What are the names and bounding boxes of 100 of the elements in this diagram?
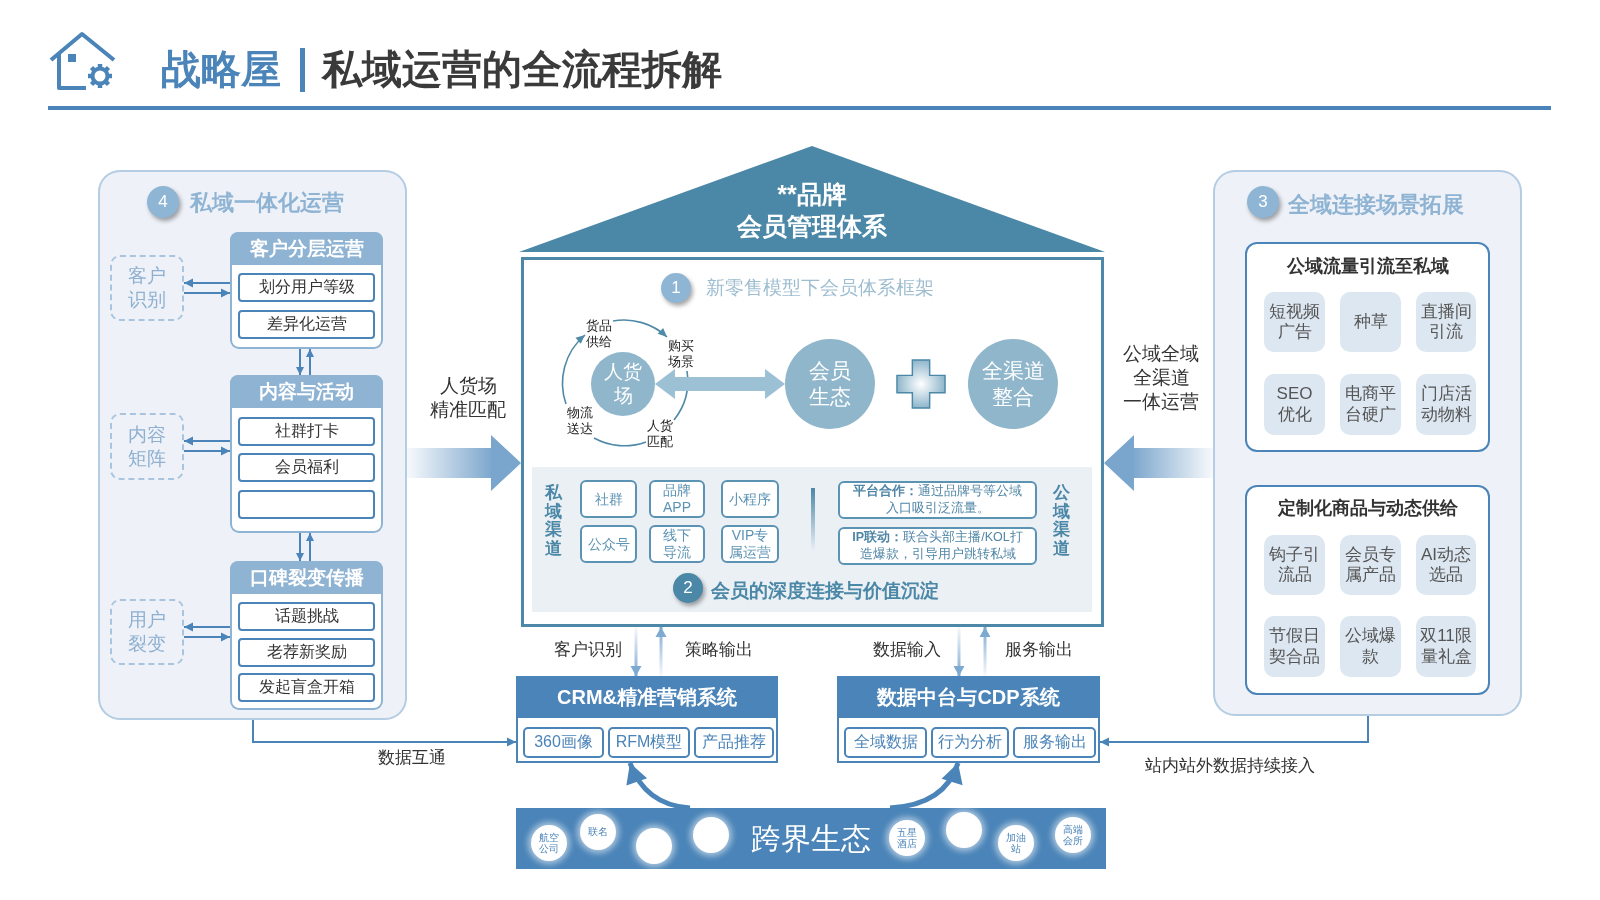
section-heading: 新零售模型下会员体系框架 — [706, 276, 935, 300]
list-item: 社群打卡 — [238, 417, 375, 446]
arrow — [655, 627, 667, 676]
list-item: 老荐新奖励 — [238, 638, 375, 667]
channel-panel — [532, 467, 1092, 612]
circle-node: 全渠道整合 — [968, 339, 1058, 429]
scenario-tile: 电商平台硬广 — [1340, 374, 1401, 435]
band-title: 跨界生态 — [750, 821, 872, 857]
scenario-tile: 节假日契合品 — [1264, 616, 1325, 677]
arrow — [296, 532, 304, 562]
scenario-tile: AI动态选品 — [1416, 535, 1476, 595]
partner-circle: 高端会所 — [1055, 817, 1091, 853]
circle-node: 人货场 — [591, 352, 655, 416]
panel-heading: 私域一体化运营 — [190, 189, 345, 217]
module-box: 行为分析 — [931, 727, 1009, 758]
module-box: 全域数据 — [844, 727, 927, 758]
scenario-tile: SEO优化 — [1264, 374, 1325, 435]
edge-label: 人货场精准匹配 — [430, 374, 506, 422]
arrow — [953, 627, 965, 676]
scenario-tile: 双11限量礼盒 — [1416, 616, 1476, 677]
scenario-tile: 会员专属产品 — [1340, 535, 1401, 595]
scenario-tile: 种草 — [1340, 292, 1401, 352]
framework-panel — [521, 257, 1104, 627]
group-panel — [1245, 242, 1490, 452]
partner-circle: 加油站 — [998, 825, 1034, 861]
panel-heading: 全域连接场景拓展 — [1288, 191, 1465, 219]
empty-box — [238, 490, 375, 519]
arrow — [183, 446, 231, 456]
group-header: 客户分层运营 — [230, 232, 383, 265]
section-heading: 会员的深度连接与价值沉淀 — [711, 579, 940, 603]
arrow — [1099, 715, 1369, 747]
double-arrow — [655, 369, 785, 399]
arrow — [306, 348, 314, 376]
edge-label: 服务输出 — [1005, 639, 1073, 661]
number-badge: 2 — [673, 573, 703, 603]
page-title: 私域运营的全流程拆解 — [322, 46, 722, 93]
vertical-label: 公域渠道 — [1053, 484, 1071, 561]
system-panel — [516, 676, 778, 763]
cycle-arrow — [561, 334, 586, 405]
system-panel — [837, 676, 1100, 763]
dashed-box: 用户裂变 — [110, 599, 184, 665]
channel-tag: 线下导流 — [649, 525, 705, 563]
arrow — [979, 627, 991, 676]
circle-node: 会员生态 — [785, 339, 875, 429]
arrow — [183, 436, 231, 446]
list-item: 话题挑战 — [238, 602, 375, 631]
edge-label: 公域全域全渠道一体运营 — [1123, 342, 1199, 414]
scenario-tile: 直播间引流 — [1416, 292, 1476, 352]
module-box: 360画像 — [523, 727, 604, 758]
block-arrow — [407, 435, 521, 491]
roof-title: 会员管理体系 — [736, 211, 888, 242]
arrow — [183, 632, 231, 642]
vertical-label: 私域渠道 — [545, 484, 563, 561]
group-header: 口碑裂变传播 — [230, 561, 383, 594]
partner-circle — [636, 828, 672, 864]
roof-title: **品牌 — [776, 179, 848, 210]
curved-arrow — [889, 762, 962, 811]
partner-circle: 联名 — [580, 814, 616, 850]
partner-circle: 航空公司 — [531, 825, 567, 861]
scenario-tile: 门店活动物料 — [1416, 374, 1476, 435]
number-badge: 3 — [1247, 186, 1279, 218]
arrow — [306, 532, 314, 562]
arrow — [183, 622, 231, 632]
edge-label: 客户识别 — [554, 639, 622, 661]
partner-circle — [693, 817, 729, 853]
side-panel — [1213, 170, 1522, 716]
dashed-box: 内容矩阵 — [110, 413, 184, 480]
edge-label: 策略输出 — [685, 639, 753, 661]
cycle-label: 货品供给 — [585, 317, 613, 351]
group-header: 内容与活动 — [230, 375, 383, 408]
cycle-label: 物流送达 — [566, 404, 594, 438]
module-box: 产品推荐 — [694, 727, 774, 758]
channel-note: 平台合作：通过品牌号等公域入口吸引泛流量。 — [838, 481, 1037, 519]
channel-tag: VIP专属运营 — [721, 525, 779, 563]
list-item: 会员福利 — [238, 453, 375, 482]
partner-circle — [946, 812, 982, 848]
heading-label: 战略屋 — [161, 46, 281, 93]
edge-label: 数据输入 — [873, 639, 941, 661]
scenario-tile: 钩子引流品 — [1264, 535, 1325, 595]
curved-arrow — [627, 762, 691, 811]
group-panel — [230, 375, 383, 533]
system-header: 数据中台与CDP系统 — [837, 676, 1100, 718]
number-badge: 1 — [661, 273, 691, 303]
group-heading: 公域流量引流至私域 — [1285, 255, 1450, 278]
group-panel — [230, 232, 383, 349]
ecosystem-band — [516, 808, 1106, 869]
group-panel — [1245, 485, 1490, 695]
arrow — [252, 719, 517, 747]
channel-tag: 品牌APP — [649, 480, 705, 518]
channel-tag: 公众号 — [580, 525, 637, 563]
side-panel — [98, 170, 407, 720]
dashed-box: 客户识别 — [110, 255, 184, 321]
edge-label: 站内站外数据持续接入 — [1145, 755, 1315, 777]
number-badge: 4 — [147, 186, 179, 218]
channel-note: IP联动：联合头部主播/KOL打造爆款，引导用户跳转私域 — [838, 527, 1037, 565]
scenario-tile: 公域爆款 — [1340, 616, 1401, 677]
cycle-label: 购买场景 — [667, 337, 695, 371]
edge-label: 数据互通 — [378, 747, 446, 769]
cycle-arrow — [612, 319, 668, 338]
arrow — [630, 627, 642, 676]
